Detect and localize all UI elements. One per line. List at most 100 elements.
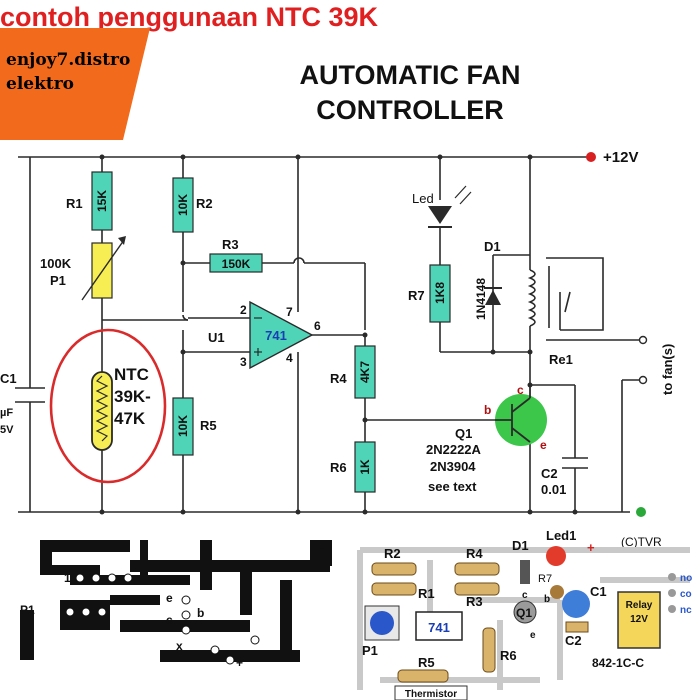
opamp-pins: 2 3 7 4 6 [240,303,321,369]
r5-body [172,397,194,456]
svg-text:-: - [320,541,324,555]
resistor-bodies [91,171,451,493]
opamp-label: U1 [208,330,225,345]
diode-label: D1 [484,239,501,254]
r2-body [172,177,194,233]
r2-label: R2 [196,196,213,211]
relay-label: Re1 [549,352,573,367]
c1-value2: 5V [0,424,14,436]
supply-label: +12V [603,149,638,166]
fan-output-label: to fan(s) [660,344,675,395]
supply-terminal [586,152,596,162]
svg-text:b: b [484,403,491,417]
r6-body [354,441,376,493]
r4-label: R4 [330,371,347,386]
svg-text:842-1C-C: 842-1C-C [592,656,644,670]
component-labels: R1 R2 R3 R4 R5 R6 R7 100K P1 U1 Led D1 R… [0,149,675,549]
svg-text:12V: 12V [630,614,648,625]
svg-text:c: c [166,613,173,627]
q1-part1: 2N2222A [426,442,482,457]
r3-label: R3 [222,237,239,252]
svg-text:4: 4 [286,351,293,365]
opamp-signs [254,317,262,356]
svg-text:741: 741 [428,620,450,635]
svg-text:+: + [236,656,243,670]
svg-text:R2: R2 [384,546,401,561]
layout-labels: R2 R4 R1 R3 D1 Led1 R7 C1 Q1 741 P1 C2 R… [362,528,692,700]
r2-value: 10K [176,194,190,216]
svg-text:1: 1 [64,571,71,585]
diode-part: 1N4148 [474,278,488,320]
led-label: Led [412,191,434,206]
r1-label: R1 [66,196,83,211]
svg-text:D1: D1 [512,538,529,553]
svg-text:b: b [197,606,204,620]
svg-text:e: e [166,591,173,605]
transistor-pins: b c e [484,383,547,452]
svg-text:Led1: Led1 [546,528,576,543]
c2-value: 0.01 [541,482,566,497]
svg-text:P1: P1 [362,643,378,658]
r7-value: 1K8 [433,282,447,304]
junction-dots [99,154,578,515]
svg-text:e: e [530,630,536,641]
opamp-part: 741 [265,328,287,343]
svg-text:2: 2 [240,303,247,317]
r4-value: 4K7 [358,361,372,383]
opamp-u1 [249,300,314,370]
r5-value: 10K [176,415,190,437]
svg-text:x: x [176,639,183,653]
component-layout [357,546,690,700]
svg-text:co: co [680,589,692,600]
ntc-zigzag [95,375,109,442]
pot-label: P1 [50,273,66,288]
watermark-line1: enjoy7.distro [6,50,131,70]
svg-text:C1: C1 [590,584,607,599]
pot-value: 100K [40,256,72,271]
svg-text:R7: R7 [538,573,552,585]
svg-text:c: c [522,590,528,601]
r1-body [91,171,113,231]
svg-text:C2: C2 [565,633,582,648]
svg-text:R4: R4 [466,546,483,561]
c1-value1: µF [0,407,13,419]
svg-text:R1: R1 [418,586,435,601]
r7-label: R7 [408,288,425,303]
r7-body [429,264,451,323]
svg-text:R6: R6 [500,648,517,663]
svg-text:b: b [544,594,550,605]
pot-arrowhead [118,236,126,245]
output-terminals [638,335,648,385]
svg-text:6: 6 [314,319,321,333]
relay-coil [527,269,536,327]
svg-text:3: 3 [240,355,247,369]
transistor-leads [495,385,531,443]
q1-label: Q1 [455,426,472,441]
q1-part2: 2N3904 [430,459,476,474]
c2-label: C2 [541,466,558,481]
watermark-badge: enjoy7.distro elektro [0,28,150,140]
r5-label: R5 [200,418,217,433]
r3-value: 150K [222,257,251,271]
ntc-highlight-ellipse [49,328,167,484]
diagram-title-line2: CONTROLLER [316,95,504,125]
svg-text:Q1: Q1 [516,606,532,620]
svg-text:39K-: 39K- [114,387,151,406]
svg-text:no: no [680,573,692,584]
credit-label: (C)TVR [621,535,662,549]
svg-text:Relay: Relay [626,600,653,611]
watermark-line2: elektro [6,74,75,94]
svg-text:nc: nc [680,605,692,616]
svg-text:Thermistor: Thermistor [405,689,457,700]
pcb-labels: 1 P1 e c b + - x [20,541,324,670]
svg-text:7: 7 [286,305,293,319]
diagram-title-line1: AUTOMATIC FAN [299,60,521,90]
svg-text:47K: 47K [114,409,146,428]
component-values: 15K 10K 150K 4K7 10K 1K 1K8 [95,190,447,475]
svg-text:P1: P1 [20,603,35,617]
r3-body [209,253,263,273]
pcb-pads [65,573,260,665]
r6-value: 1K [358,459,372,475]
svg-text:e: e [540,438,547,452]
